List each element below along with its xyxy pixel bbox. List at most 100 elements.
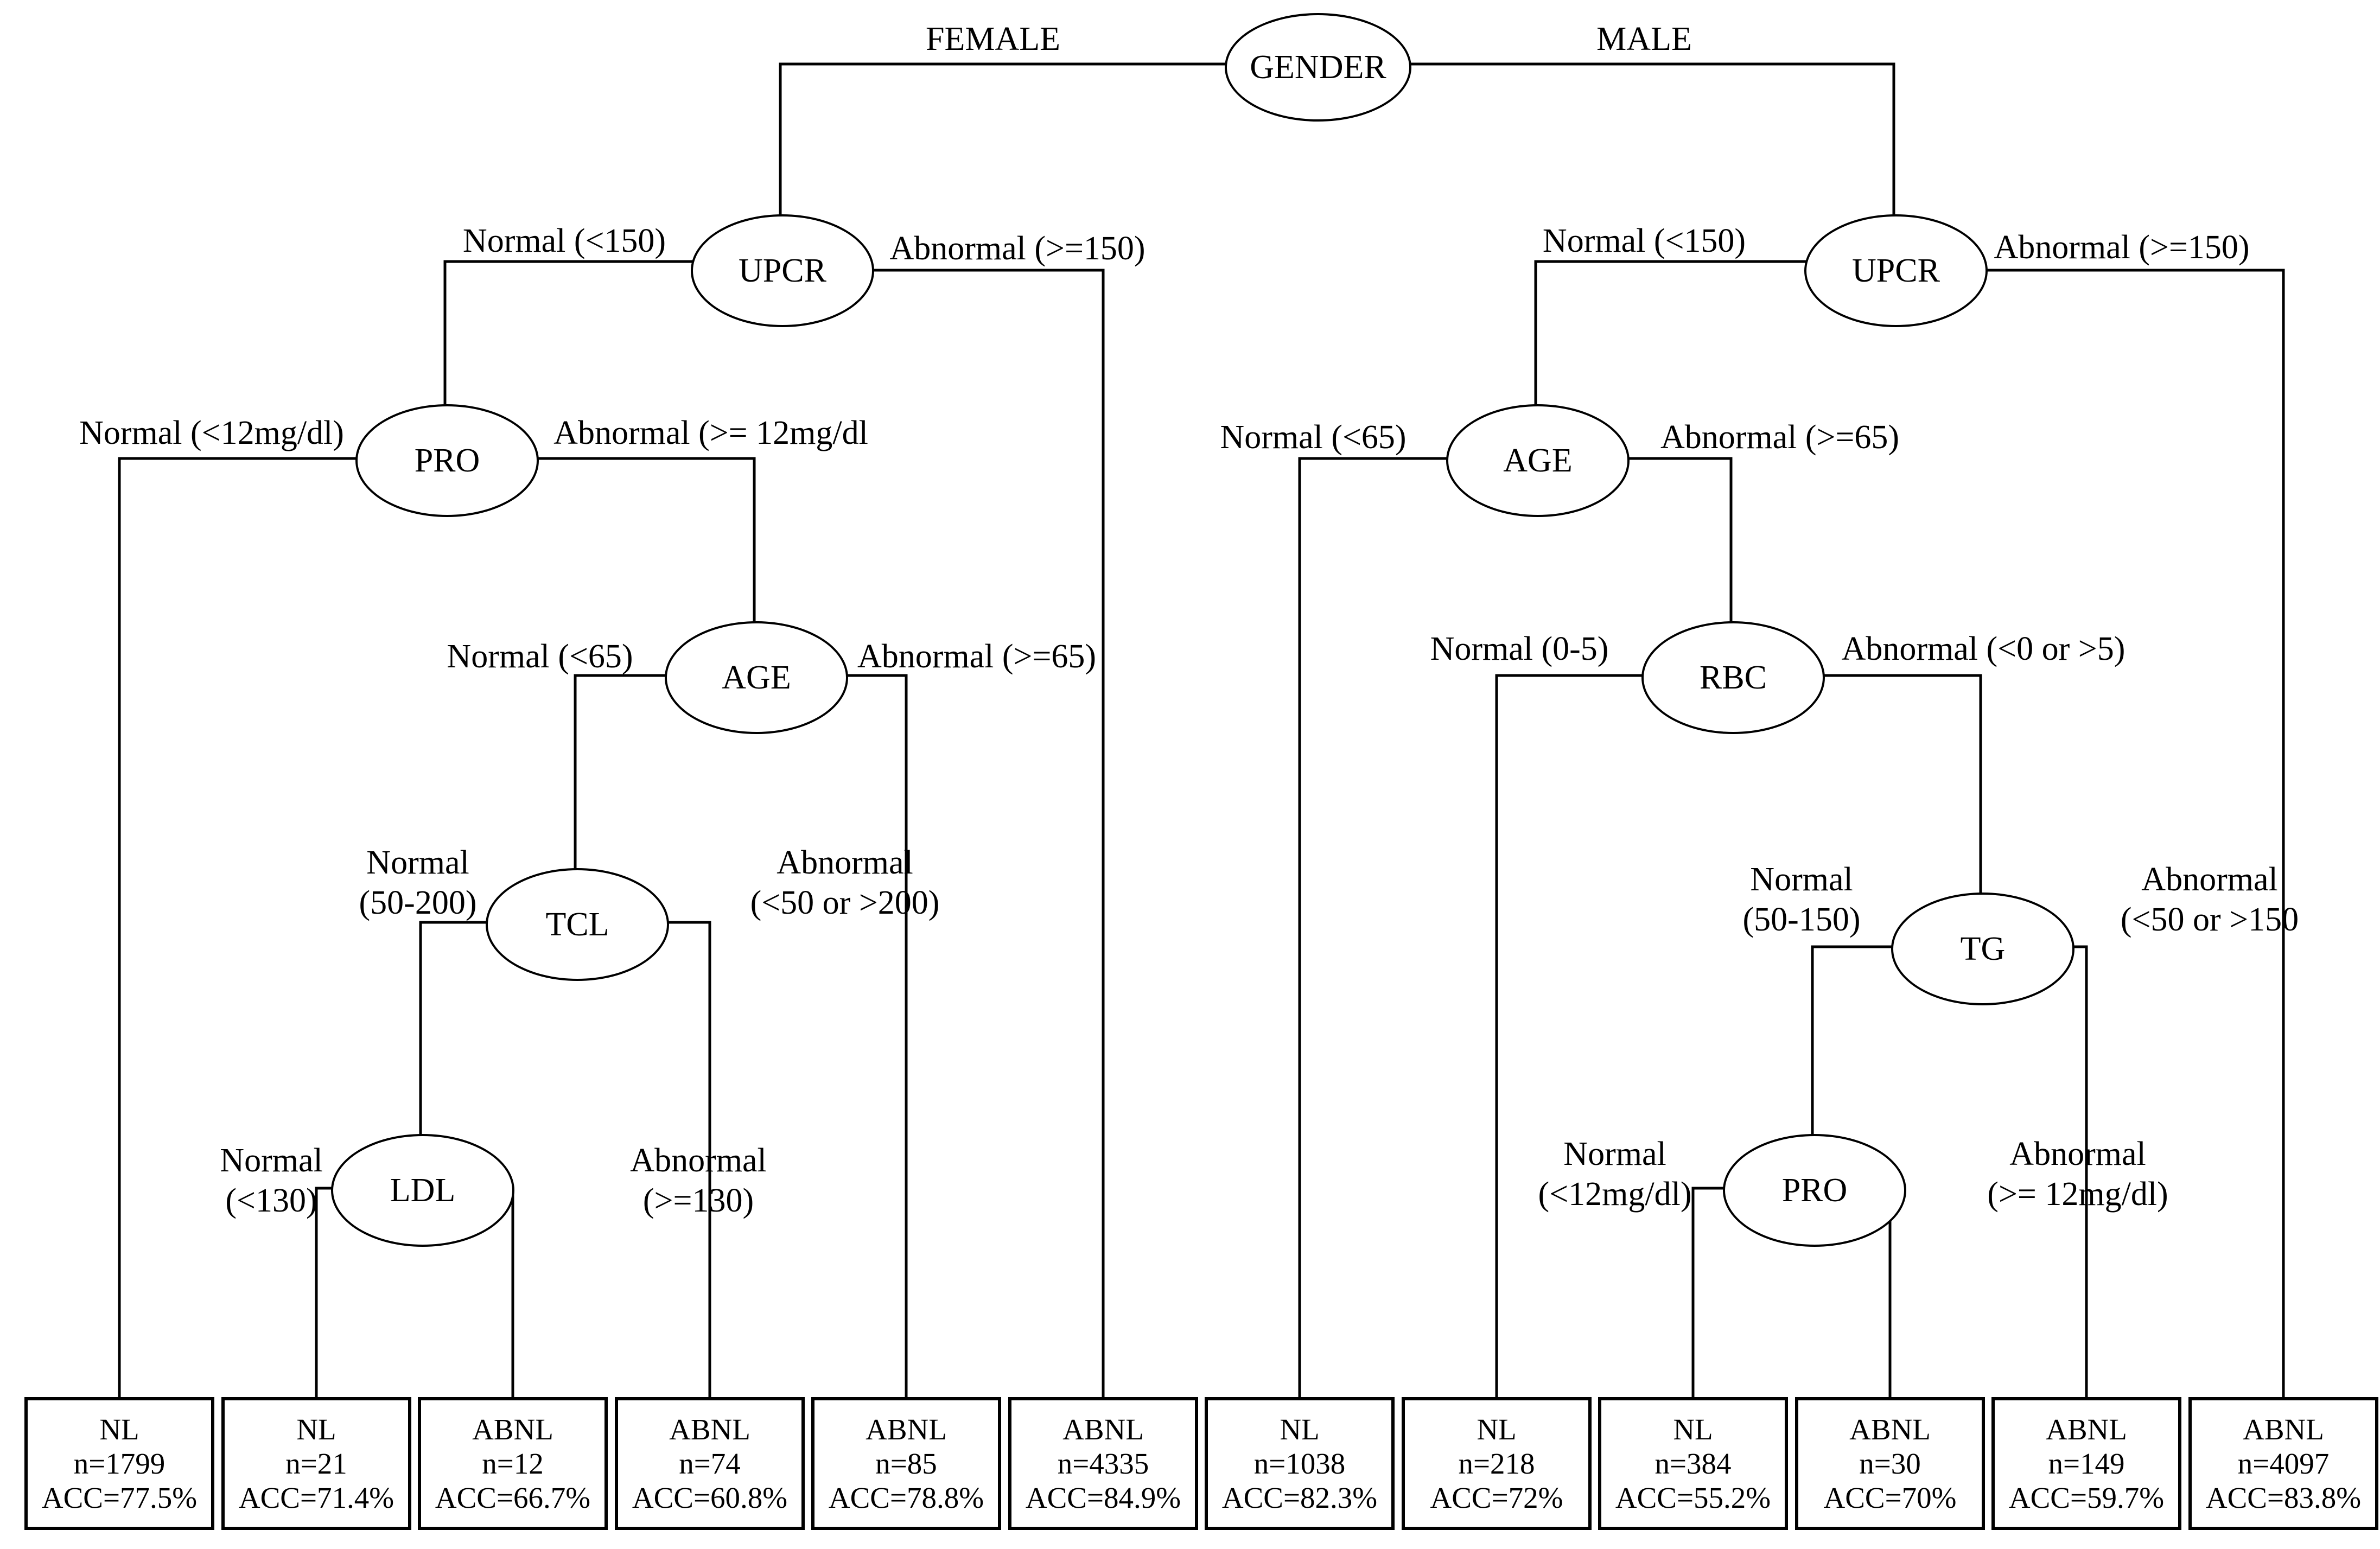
leaf-n: n=4335 <box>1057 1447 1149 1480</box>
leaf-acc: ACC=82.3% <box>1221 1481 1378 1514</box>
node-tcl: TCL <box>486 868 669 981</box>
leaf-box-3: ABNL n=12 ACC=66.7% <box>418 1397 608 1530</box>
edge-label-line: (50-150) <box>1742 901 1861 938</box>
leaf-box-9: NL n=384 ACC=55.2% <box>1598 1397 1788 1530</box>
edge-label-upcr-right-normal: Normal (<150) <box>1542 222 1746 259</box>
leaf-n: n=1038 <box>1253 1447 1346 1480</box>
leaf-n: n=218 <box>1458 1447 1535 1480</box>
leaf-n: n=4097 <box>2237 1447 2330 1480</box>
edge-age-right-normal <box>1298 457 1536 1400</box>
leaf-class: NL <box>296 1413 336 1446</box>
edge-label-ldl-abnormal: Abnormal (>=130) <box>630 1140 766 1221</box>
leaf-acc: ACC=78.8% <box>828 1481 984 1514</box>
edge-label-upcr-right-abnormal: Abnormal (>=150) <box>1994 229 2250 266</box>
node-ldl: LDL <box>331 1134 514 1247</box>
node-label: AGE <box>1503 442 1573 479</box>
edge-label-tcl-normal: Normal (50-200) <box>359 843 477 923</box>
leaf-class: ABNL <box>866 1413 947 1446</box>
leaf-class: ABNL <box>2046 1413 2127 1446</box>
edge-label-line: Normal <box>1750 861 1853 898</box>
leaf-acc: ACC=77.5% <box>41 1481 198 1514</box>
edge-label-age-right-abnormal: Abnormal (>=65) <box>1660 419 1900 456</box>
leaf-n: n=21 <box>285 1447 347 1480</box>
node-label: UPCR <box>1852 252 1940 289</box>
edge-label-line: Normal <box>366 844 469 881</box>
leaf-class: ABNL <box>669 1413 750 1446</box>
node-label: LDL <box>390 1172 456 1209</box>
edge-upcr-left-normal <box>443 260 780 458</box>
edge-label-upcr-left-normal: Normal (<150) <box>462 222 666 259</box>
leaf-class: NL <box>1280 1413 1320 1446</box>
node-label: PRO <box>414 442 480 479</box>
edge-upcr-right-normal <box>1534 260 1894 458</box>
edge-label-line: Normal <box>1563 1136 1666 1172</box>
edge-label-rbc-normal: Normal (0-5) <box>1430 630 1609 667</box>
edge-label-line: (>=130) <box>642 1182 754 1219</box>
leaf-class: ABNL <box>1062 1413 1144 1446</box>
leaf-box-10: ABNL n=30 ACC=70% <box>1795 1397 1985 1530</box>
leaf-class: NL <box>1477 1413 1517 1446</box>
edge-label-line: Abnormal <box>2141 861 2278 898</box>
edge-label-pro-left-abnormal: Abnormal (>= 12mg/dl <box>553 415 868 451</box>
node-rbc: RBC <box>1641 621 1825 734</box>
leaf-acc: ACC=72% <box>1430 1481 1563 1514</box>
edge-upcr-right-abnormal <box>1894 269 2285 1400</box>
edge-label-tg-abnormal: Abnormal (<50 or >150 <box>2121 859 2299 940</box>
node-label: PRO <box>1781 1172 1848 1209</box>
edge-label-line: (50-200) <box>359 884 477 921</box>
edge-gender-female <box>779 62 1316 269</box>
edge-label-tg-normal: Normal (50-150) <box>1743 859 1861 940</box>
node-label: RBC <box>1699 659 1767 696</box>
leaf-acc: ACC=55.2% <box>1615 1481 1771 1514</box>
leaf-box-1: NL n=1799 ACC=77.5% <box>24 1397 214 1530</box>
node-pro-left: PRO <box>355 404 539 517</box>
node-label: TCL <box>545 906 609 943</box>
leaf-n: n=85 <box>875 1447 937 1480</box>
node-age-left: AGE <box>665 621 848 734</box>
edge-label-line: (<130) <box>225 1182 317 1219</box>
edge-label-upcr-left-abnormal: Abnormal (>=150) <box>889 230 1146 267</box>
leaf-acc: ACC=66.7% <box>435 1481 591 1514</box>
edge-label-ldl-normal: Normal (<130) <box>220 1140 322 1221</box>
edge-label-line: Normal <box>220 1142 323 1179</box>
leaf-n: n=74 <box>679 1447 741 1480</box>
edge-label-pro-right-abnormal: Abnormal (>= 12mg/dl) <box>1987 1134 2168 1214</box>
node-label: UPCR <box>739 252 826 289</box>
edge-label-line: (>= 12mg/dl) <box>1987 1176 2168 1213</box>
leaf-box-6: ABNL n=4335 ACC=84.9% <box>1008 1397 1198 1530</box>
leaf-n: n=149 <box>2048 1447 2125 1480</box>
edge-label-rbc-abnormal: Abnormal (<0 or >5) <box>1841 630 2126 667</box>
node-upcr-left: UPCR <box>691 214 874 327</box>
leaf-box-7: NL n=1038 ACC=82.3% <box>1205 1397 1395 1530</box>
leaf-n: n=30 <box>1859 1447 1921 1480</box>
leaf-n: n=1799 <box>73 1447 166 1480</box>
leaf-acc: ACC=60.8% <box>632 1481 788 1514</box>
node-tg: TG <box>1891 893 2074 1005</box>
leaf-acc: ACC=84.9% <box>1025 1481 1181 1514</box>
edge-label-line: (<50 or >200) <box>750 884 940 921</box>
leaf-box-12: ABNL n=4097 ACC=83.8% <box>2188 1397 2378 1530</box>
leaf-acc: ACC=71.4% <box>238 1481 394 1514</box>
leaf-acc: ACC=70% <box>1823 1481 1957 1514</box>
edge-pro-left-abnormal <box>445 457 756 675</box>
edge-label-male: MALE <box>1596 21 1692 58</box>
edge-label-age-right-normal: Normal (<65) <box>1220 419 1407 456</box>
leaf-class: ABNL <box>2243 1413 2324 1446</box>
edge-pro-left-normal <box>118 457 445 1400</box>
edge-label-pro-left-normal: Normal (<12mg/dl) <box>79 415 344 451</box>
leaf-class: ABNL <box>472 1413 553 1446</box>
edge-age-left-abnormal <box>754 674 908 1400</box>
node-gender: GENDER <box>1225 13 1411 122</box>
node-age-right: AGE <box>1446 404 1630 517</box>
edge-label-tcl-abnormal: Abnormal (<50 or >200) <box>750 843 940 923</box>
node-label: GENDER <box>1250 49 1386 86</box>
edge-gender-male <box>1316 62 1895 269</box>
node-label: AGE <box>722 659 791 696</box>
edge-label-line: (<12mg/dl) <box>1538 1176 1692 1213</box>
edge-label-female: FEMALE <box>926 21 1060 58</box>
node-upcr-right: UPCR <box>1804 214 1988 327</box>
leaf-class: NL <box>1673 1413 1713 1446</box>
leaf-box-5: ABNL n=85 ACC=78.8% <box>811 1397 1001 1530</box>
leaf-n: n=12 <box>482 1447 544 1480</box>
